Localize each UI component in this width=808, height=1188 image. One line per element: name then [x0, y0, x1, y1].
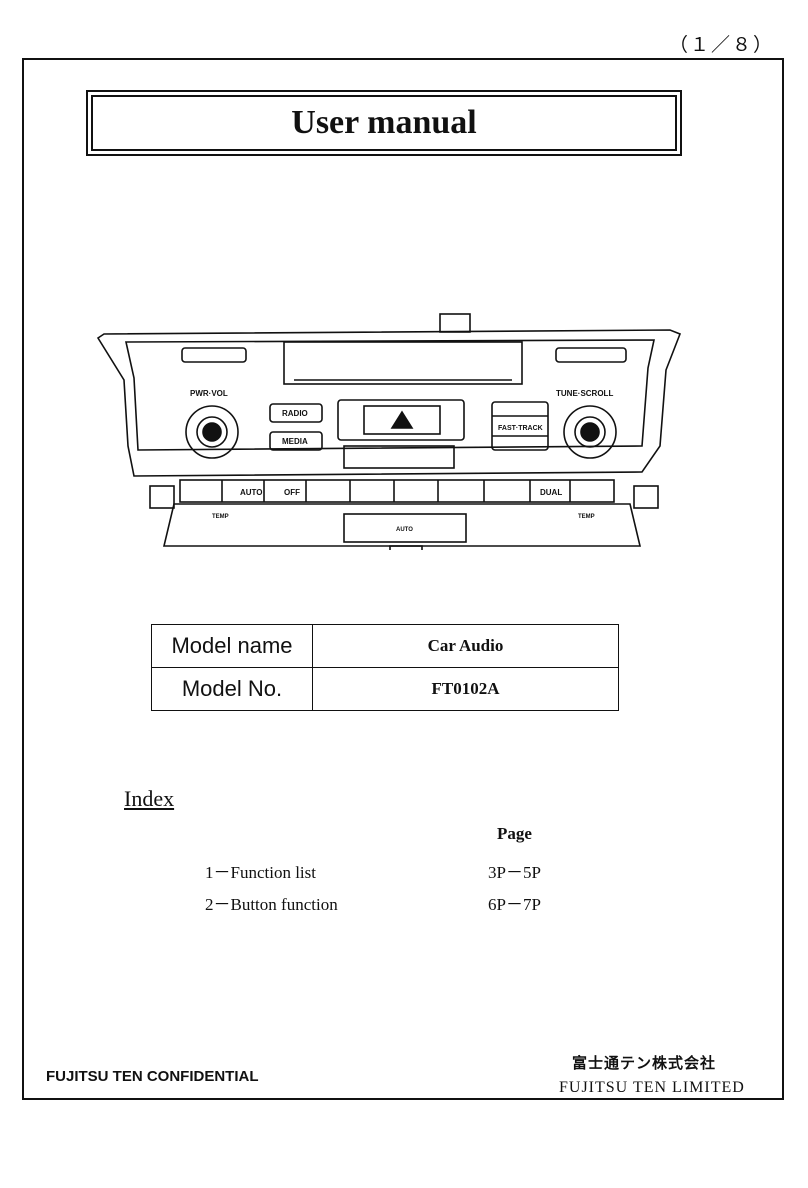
radio-label: RADIO: [282, 409, 308, 418]
car-audio-illustration: PWR·VOL TUNE·SCROLL RADIO MEDIA FAST·TRA…: [96, 313, 682, 550]
title-box: User manual: [86, 90, 682, 156]
dual-label: DUAL: [540, 488, 562, 497]
model-name-label: Model name: [151, 624, 313, 668]
index-item-pages: 6P－7P: [488, 895, 541, 914]
index-item-label: 1－Function list: [205, 863, 316, 882]
table-row: Model name Car Audio: [151, 624, 619, 668]
auto-label: AUTO: [240, 488, 263, 497]
temp-left-label: TEMP: [212, 514, 229, 520]
pwr-vol-label: PWR·VOL: [190, 389, 228, 398]
media-label: MEDIA: [282, 437, 308, 446]
temp-right-label: TEMP: [578, 514, 595, 520]
index-item-label: 2－Button function: [205, 895, 338, 914]
company-name-en: FUJITSU TEN LIMITED: [559, 1079, 745, 1096]
page-number: （１／８）: [668, 35, 774, 56]
index-heading: Index: [124, 786, 175, 811]
document-frame: [22, 58, 784, 1100]
confidential-notice: FUJITSU TEN CONFIDENTIAL: [46, 1068, 259, 1085]
center-auto-label: AUTO: [396, 527, 413, 533]
page-column-header: Page: [497, 824, 532, 843]
off-label: OFF: [284, 488, 300, 497]
table-row: Model No. FT0102A: [151, 667, 619, 711]
company-name-jp: 富士通テン株式会社: [572, 1054, 717, 1072]
model-no-value: FT0102A: [312, 667, 619, 711]
model-no-label: Model No.: [151, 667, 313, 711]
tune-scroll-label: TUNE·SCROLL: [556, 389, 613, 398]
page-title: User manual: [91, 95, 677, 151]
model-name-value: Car Audio: [312, 624, 619, 668]
index-item: 2－Button function 6P－7P: [205, 890, 565, 915]
index-item-pages: 3P－5P: [488, 863, 541, 882]
fast-track-label: FAST·TRACK: [498, 425, 543, 432]
model-table: Model name Car Audio Model No. FT0102A: [151, 624, 619, 711]
index-item: 1－Function list 3P－5P: [205, 858, 565, 883]
